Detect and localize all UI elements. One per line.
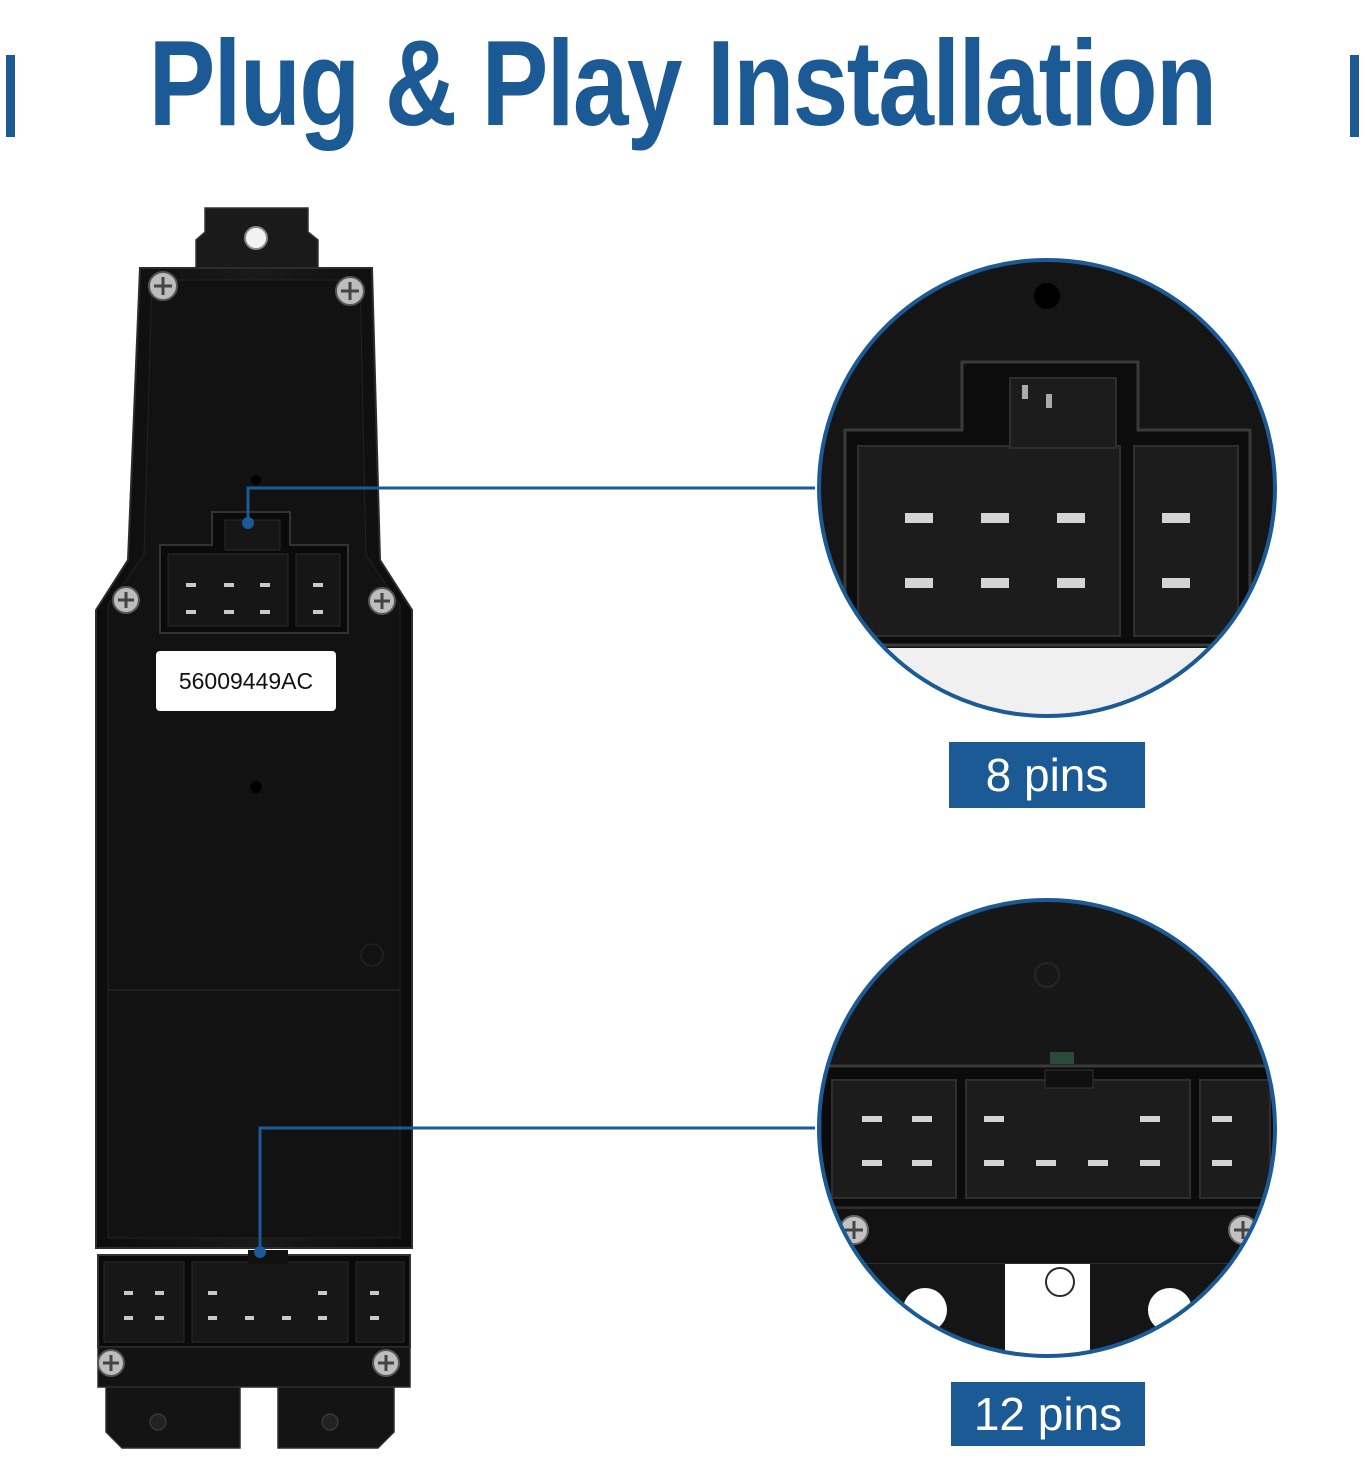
screw-top-left (148, 271, 178, 301)
screw-mid-left (112, 586, 140, 614)
screw-mid-right (368, 587, 396, 615)
zoom-circle-12-pin (817, 898, 1277, 1358)
callout-label-12-pin: 12 pins (951, 1382, 1145, 1446)
title-rule-right (1350, 55, 1359, 137)
connector-12-pin (97, 1250, 411, 1348)
callout-line-8-pin (242, 486, 815, 529)
connector-8-pin (159, 511, 349, 634)
zoom-circle-8-pin (817, 258, 1277, 718)
screw-bottom-left (97, 1349, 125, 1377)
page-title: Plug & Play Installation (148, 14, 1217, 151)
title-rule-left (6, 55, 15, 137)
window-switch-module (95, 207, 413, 1449)
screw-top-right (335, 276, 365, 306)
title-banner: Plug & Play Installation (0, 0, 1364, 165)
part-number-label: 56009449AC (156, 651, 336, 711)
callout-line-12-pin (254, 1126, 815, 1258)
callout-label-8-pin: 8 pins (949, 742, 1145, 808)
screw-bottom-right (372, 1349, 400, 1377)
